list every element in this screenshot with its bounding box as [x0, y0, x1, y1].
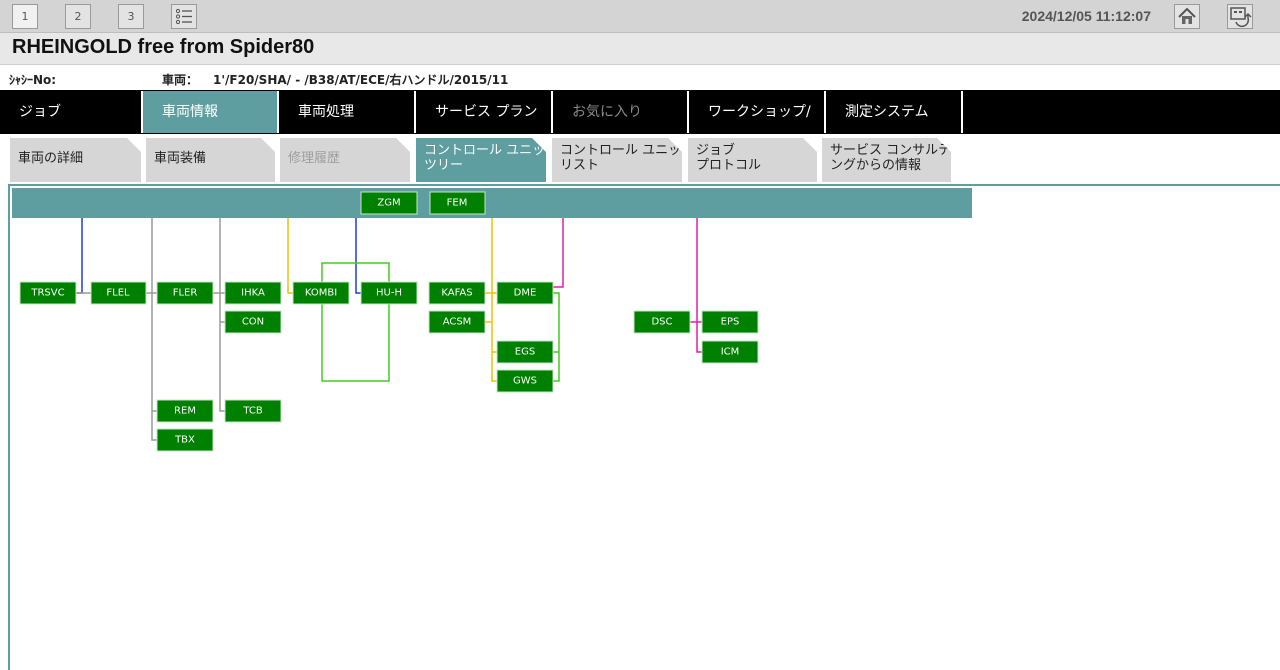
ecu-eps[interactable]: EPS	[701, 310, 759, 334]
ecu-zgm[interactable]: ZGM	[360, 191, 418, 215]
svg-text:HU-H: HU-H	[376, 288, 402, 299]
ecu-hu-h[interactable]: HU-H	[360, 281, 418, 305]
vehicle-value: 1'/F20/SHA/ - /B38/AT/ECE/右ハンドル/2015/11	[213, 73, 509, 87]
nav-favorites[interactable]: お気に入り	[553, 91, 689, 133]
top-toolbar: 1 2 3 2024/12/05 11:12:07	[0, 0, 1280, 33]
svg-text:ICM: ICM	[721, 347, 740, 358]
title-bar: RHEINGOLD free from Spider80	[0, 33, 1280, 65]
ecu-gws[interactable]: GWS	[496, 369, 554, 393]
home-icon[interactable]	[1174, 4, 1200, 29]
subtab-control-unit-tree[interactable]: コントロール ユニット ツリー	[416, 138, 546, 182]
ecu-rem[interactable]: REM	[156, 399, 214, 423]
ecu-kombi[interactable]: KOMBI	[292, 281, 350, 305]
ecu-icm[interactable]: ICM	[701, 340, 759, 364]
svg-text:ACSM: ACSM	[443, 317, 472, 328]
sub-navigation: 車両の詳細 車両装備 修理履歴 コントロール ユニット ツリー コントロール ユ…	[0, 134, 1280, 184]
nav-service-plan[interactable]: サービス プラン	[416, 91, 553, 133]
exit-icon[interactable]	[1227, 4, 1253, 29]
bus-bar	[12, 188, 972, 218]
svg-text:FLER: FLER	[173, 288, 198, 299]
main-navigation: ジョブ 車両情報 車両処理 サービス プラン お気に入り ワークショップ/ 油脂…	[0, 90, 1280, 162]
svg-text:DME: DME	[514, 288, 537, 299]
list-icon[interactable]	[171, 4, 197, 29]
svg-text:FLEL: FLEL	[106, 288, 130, 299]
current-datetime: 2024/12/05 11:12:07	[1021, 8, 1151, 24]
nav-job[interactable]: ジョブ	[0, 91, 143, 133]
svg-text:EPS: EPS	[721, 317, 740, 328]
ecu-kafas[interactable]: KAFAS	[428, 281, 486, 305]
subtab-vehicle-equipment[interactable]: 車両装備	[146, 138, 275, 182]
ecu-tcb[interactable]: TCB	[224, 399, 282, 423]
vehicle-info-line: ｼｬｼｰNo: 車両： 1'/F20/SHA/ - /B38/AT/ECE/右ハ…	[0, 66, 1280, 90]
ecu-flel[interactable]: FLEL	[90, 281, 147, 305]
ecu-dme[interactable]: DME	[496, 281, 554, 305]
svg-text:GWS: GWS	[513, 376, 537, 387]
vehicle-label: 車両：	[162, 73, 199, 87]
ecu-fem[interactable]: FEM	[429, 191, 486, 215]
svg-text:TCB: TCB	[242, 406, 263, 417]
ecu-dsc[interactable]: DSC	[633, 310, 691, 334]
svg-text:FEM: FEM	[447, 198, 468, 209]
svg-text:KOMBI: KOMBI	[305, 288, 337, 299]
page-2-button[interactable]: 2	[65, 4, 91, 29]
svg-text:KAFAS: KAFAS	[441, 288, 472, 299]
ecu-tree-diagram: ZGM FEM TRSVC FLEL FLER IHKA CON REM TCB…	[12, 188, 972, 452]
nav-workshop-fluids[interactable]: ワークショップ/ 油脂類	[689, 91, 826, 162]
subtab-job-protocol[interactable]: ジョブ プロトコル	[688, 138, 817, 182]
ecu-con[interactable]: CON	[224, 310, 282, 334]
ecu-fler[interactable]: FLER	[156, 281, 214, 305]
subtab-vehicle-details[interactable]: 車両の詳細	[10, 138, 141, 182]
svg-text:ZGM: ZGM	[377, 198, 400, 209]
app-title: RHEINGOLD free from Spider80	[12, 36, 315, 58]
svg-text:IHKA: IHKA	[241, 288, 265, 299]
ecu-trsvc[interactable]: TRSVC	[19, 281, 77, 305]
svg-text:DSC: DSC	[651, 317, 672, 328]
nav-measuring-system[interactable]: 測定システム	[826, 91, 963, 133]
page-1-button[interactable]: 1	[12, 4, 38, 29]
svg-text:TBX: TBX	[174, 435, 195, 446]
control-unit-tree-panel: ZGM FEM TRSVC FLEL FLER IHKA CON REM TCB…	[8, 184, 1280, 670]
nav-vehicle-info[interactable]: 車両情報	[143, 91, 279, 133]
svg-text:REM: REM	[174, 406, 196, 417]
chassis-label: ｼｬｼｰNo:	[9, 73, 57, 87]
subtab-repair-history[interactable]: 修理履歴	[280, 138, 410, 182]
ecu-tbx[interactable]: TBX	[156, 428, 214, 452]
svg-text:TRSVC: TRSVC	[30, 288, 64, 299]
nav-vehicle-processing[interactable]: 車両処理	[279, 91, 416, 133]
ecu-acsm[interactable]: ACSM	[428, 310, 486, 334]
page-3-button[interactable]: 3	[118, 4, 144, 29]
subtab-service-consulting-info[interactable]: サービス コンサルティ ングからの情報	[822, 138, 951, 182]
svg-text:EGS: EGS	[515, 347, 535, 358]
ecu-ihka[interactable]: IHKA	[224, 281, 282, 305]
ecu-egs[interactable]: EGS	[496, 340, 554, 364]
subtab-control-unit-list[interactable]: コントロール ユニット リスト	[552, 138, 682, 182]
svg-text:CON: CON	[242, 317, 264, 328]
